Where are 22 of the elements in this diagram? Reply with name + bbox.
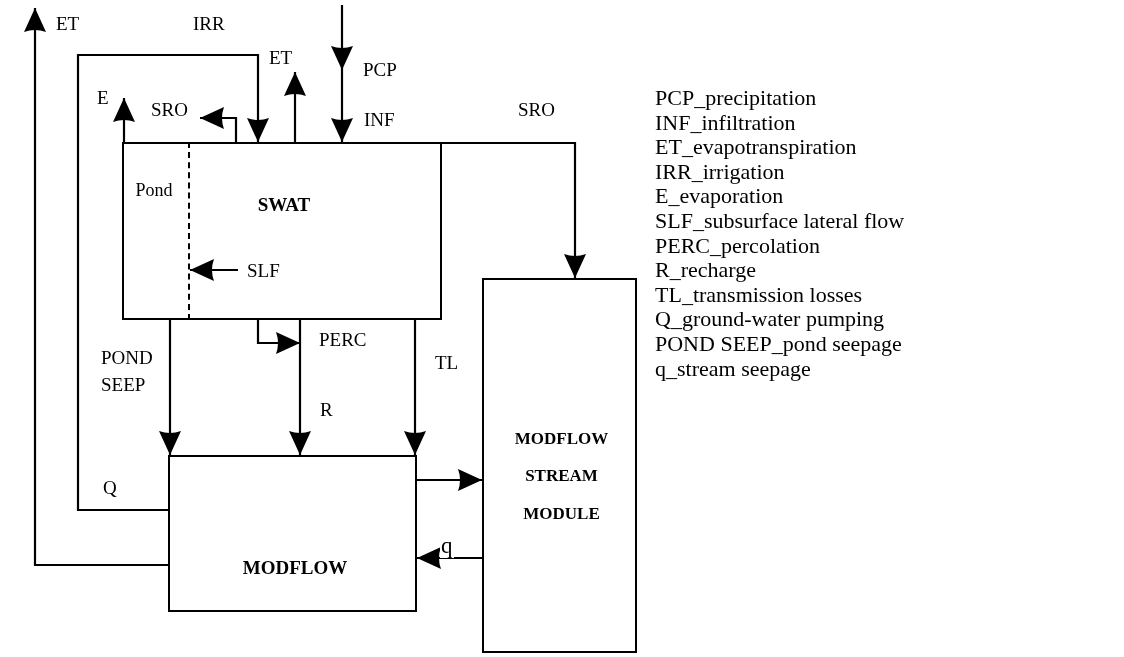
process-box [168,455,417,612]
legend-entry: POND SEEP_pond seepage [655,332,902,357]
flow-label: Q [103,478,117,499]
legend-entry: ET_evapotranspiration [655,135,857,160]
legend-entry: E_evaporation [655,184,784,209]
box-label: Pond [134,180,174,202]
process-box [482,278,637,653]
legend-entry: INF_infiltration [655,110,796,135]
box-label: SWAT [256,194,312,217]
legend-entry: PCP_precipitation [655,86,817,111]
arrow [200,107,238,142]
legend-entry: R_recharge [655,258,756,283]
flow-label: INF [364,110,395,131]
box-label: MODFLOW [241,557,349,580]
legend-entry: SLF_subsurface lateral flow [655,209,905,234]
legend-entry: TL_transmission losses [655,282,863,307]
legend-entry: Q_ground-water pumping [655,307,885,332]
legend-entry: IRR_irrigation [655,159,785,184]
box-label: MODFLOW STREAM MODULE [513,428,610,525]
legend-entry: q_stream seepage [655,356,811,381]
flow-label: R [320,400,333,421]
legend-entry: PERC_percolation [655,233,820,258]
